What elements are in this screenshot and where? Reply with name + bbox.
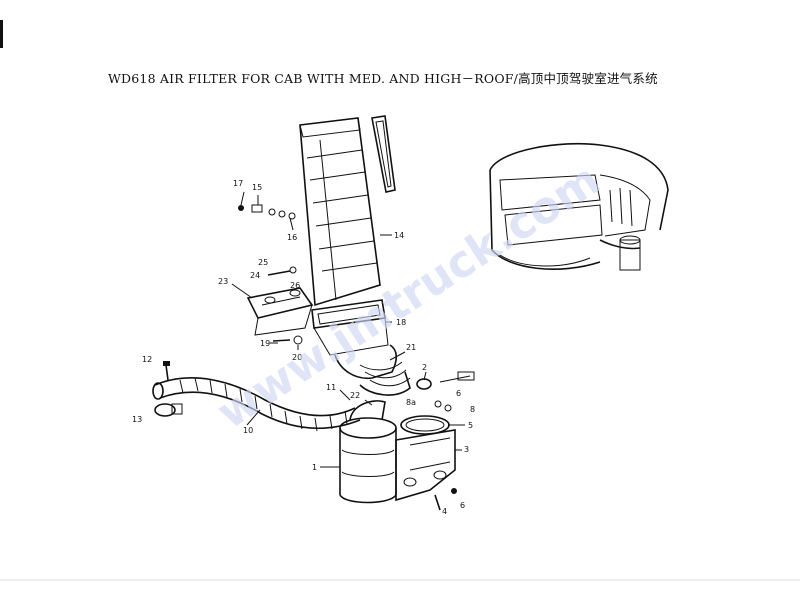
label-8: 8 xyxy=(470,405,475,414)
screw-part-12 xyxy=(163,361,170,381)
label-8a: 8a xyxy=(406,398,416,407)
cab-illustration xyxy=(489,142,669,271)
seal-strip xyxy=(371,115,396,193)
seal-frame-part-18 xyxy=(311,299,389,356)
label-10: 10 xyxy=(243,426,253,435)
watermark: www.jmtruck.com xyxy=(208,154,609,439)
label-1: 1 xyxy=(312,463,317,472)
flex-hose-part-10 xyxy=(152,377,361,432)
label-15: 15 xyxy=(252,183,262,192)
fasteners-8 xyxy=(434,400,452,412)
bracket-part-3 xyxy=(395,429,456,502)
label-26: 26 xyxy=(290,281,300,290)
label-19: 19 xyxy=(260,339,270,348)
intake-duct-part-14 xyxy=(299,117,381,307)
label-2: 2 xyxy=(422,363,427,372)
diagram-title: WD618 AIR FILTER FOR CAB WITH MED. AND H… xyxy=(108,71,658,86)
fasteners-24-25-26 xyxy=(267,266,297,276)
clamp-ring-part-5 xyxy=(400,415,450,435)
leader-lines xyxy=(231,191,465,468)
hose-clamp-part-13 xyxy=(154,403,183,417)
label-14: 14 xyxy=(394,231,404,240)
label-13: 13 xyxy=(132,415,142,424)
label-12: 12 xyxy=(142,355,152,364)
label-23: 23 xyxy=(218,277,228,286)
label-3: 3 xyxy=(464,445,469,454)
label-20: 20 xyxy=(292,353,302,362)
part-number-labels: 17 15 16 14 25 24 26 23 18 19 20 21 12 1… xyxy=(132,179,475,516)
label-21: 21 xyxy=(406,343,416,352)
label-18: 18 xyxy=(396,318,406,327)
label-25: 25 xyxy=(258,258,268,267)
label-24: 24 xyxy=(250,271,260,280)
filter-housing-part-1 xyxy=(339,400,397,504)
label-6: 6 xyxy=(456,389,461,398)
fasteners-19-20 xyxy=(272,335,303,345)
fasteners-4-6 xyxy=(434,488,457,511)
label-17: 17 xyxy=(233,179,243,188)
label-11: 11 xyxy=(326,383,336,392)
label-4: 4 xyxy=(442,507,447,516)
label-6-bottom: 6 xyxy=(460,501,465,510)
label-16: 16 xyxy=(287,233,297,242)
cover-part-23 xyxy=(246,287,314,336)
margin-mark xyxy=(0,20,3,48)
bellows-part-21 xyxy=(334,344,411,396)
fasteners-15-16-17 xyxy=(238,204,296,220)
label-5: 5 xyxy=(468,421,473,430)
label-22: 22 xyxy=(350,391,360,400)
